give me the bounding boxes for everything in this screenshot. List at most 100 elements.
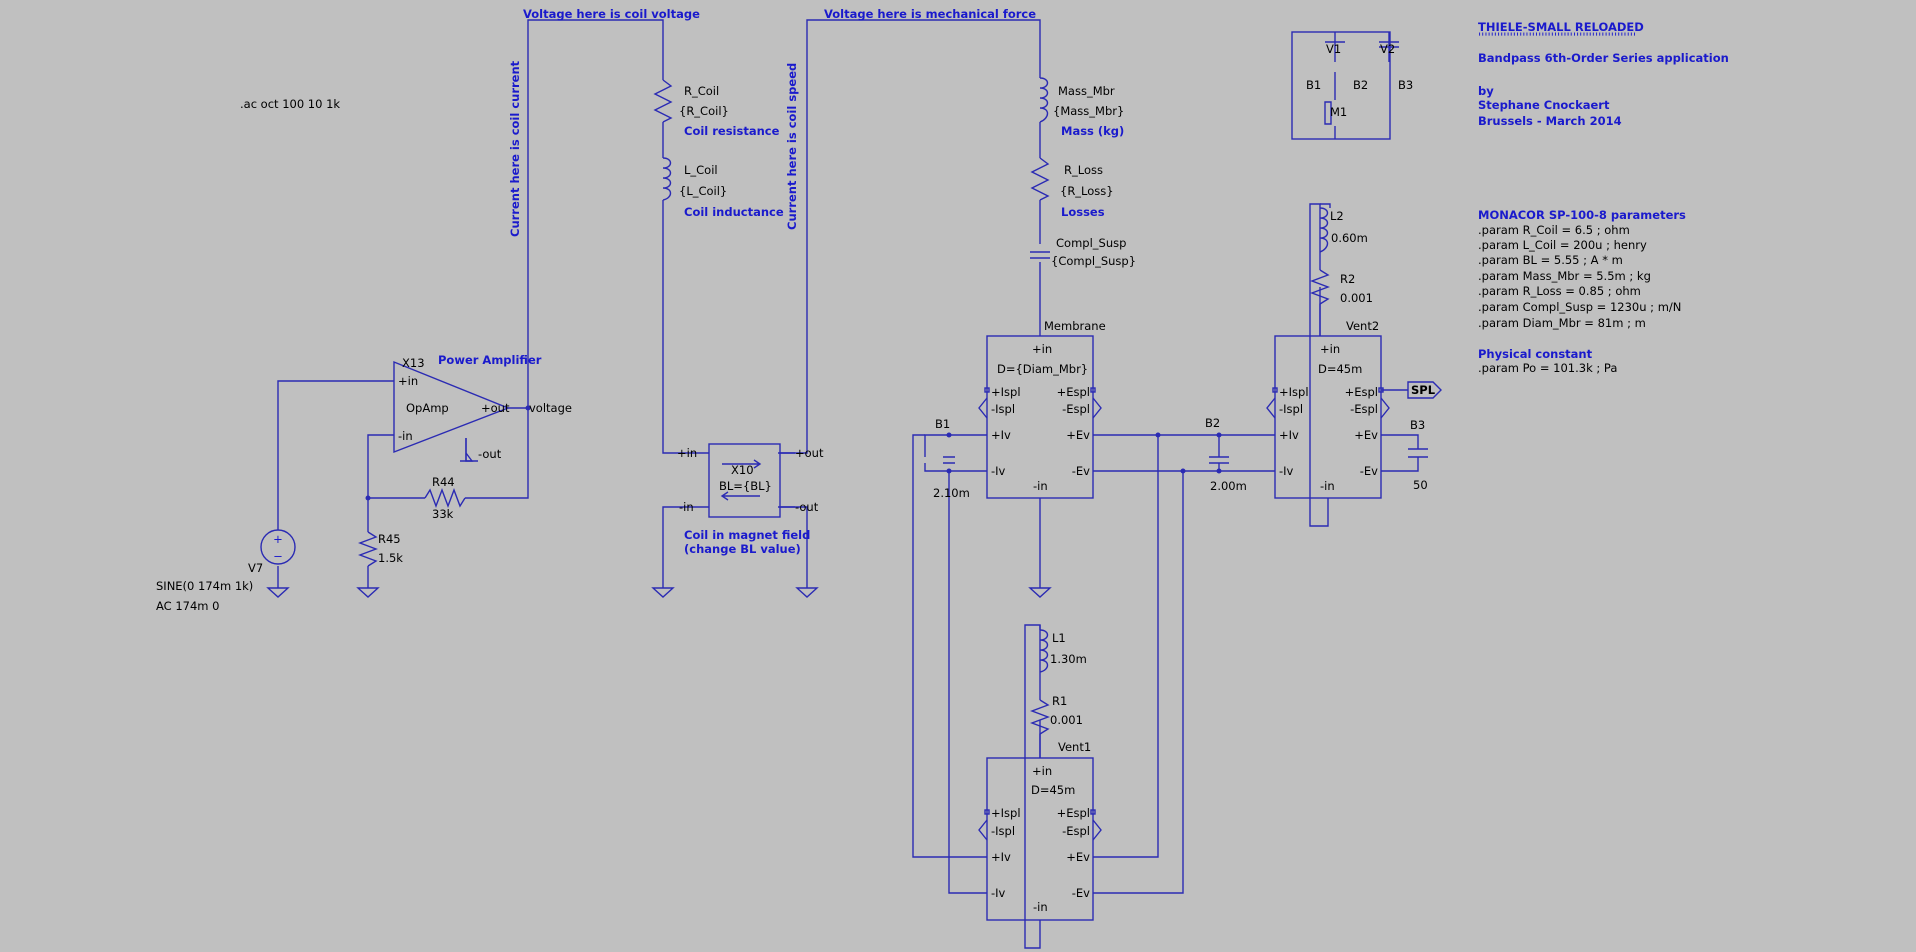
vent1-param[interactable]: D=45m xyxy=(1031,783,1075,797)
b2-value[interactable]: 2.00m xyxy=(1210,479,1247,493)
r45-resistor[interactable] xyxy=(358,531,378,567)
l1-value[interactable]: 1.30m xyxy=(1050,652,1087,666)
l2-inductor[interactable] xyxy=(1319,207,1329,253)
wire-b1-minus[interactable] xyxy=(924,463,949,472)
param-line[interactable]: .param Diam_Mbr = 81m ; m xyxy=(1478,316,1646,330)
r2-value[interactable]: 0.001 xyxy=(1340,291,1373,305)
r-coil-resistor[interactable] xyxy=(653,79,673,123)
r44-name[interactable]: R44 xyxy=(432,475,455,489)
vent2-param[interactable]: D=45m xyxy=(1318,362,1362,376)
membrane-name[interactable]: Membrane xyxy=(1044,319,1106,333)
param-line[interactable]: .param Mass_Mbr = 5.5m ; kg xyxy=(1478,269,1651,283)
v7-source[interactable] xyxy=(260,529,296,565)
b2-name[interactable]: B2 xyxy=(1205,416,1220,430)
spl-flag[interactable] xyxy=(1407,381,1442,399)
opamp-plus-out: +out xyxy=(481,401,510,415)
b1-name[interactable]: B1 xyxy=(935,417,950,431)
mass-mbr-inductor[interactable] xyxy=(1039,77,1049,123)
note-coil-resistance: Coil resistance xyxy=(684,124,780,138)
wire-vent1-minus-ev[interactable] xyxy=(1093,471,1184,894)
v7-value-1[interactable]: SINE(0 174m 1k) xyxy=(156,579,253,593)
r2-name[interactable]: R2 xyxy=(1340,272,1355,286)
physical-constant-line[interactable]: .param Po = 101.3k ; Pa xyxy=(1478,361,1617,375)
r44-value[interactable]: 33k xyxy=(432,507,454,521)
note-losses: Losses xyxy=(1061,205,1105,219)
b3-name[interactable]: B3 xyxy=(1410,418,1425,432)
vent1-pin-plus-ispl: +Ispl xyxy=(991,806,1021,820)
wire-x10-minus-in[interactable] xyxy=(662,506,693,588)
wire-membrane-plus-iv[interactable] xyxy=(924,434,987,457)
b2-capacitor[interactable] xyxy=(1209,456,1229,464)
vent2-name[interactable]: Vent2 xyxy=(1346,319,1379,333)
ac-directive[interactable]: .ac oct 100 10 1k xyxy=(240,97,340,111)
vent2-pin-minus-espl: -Espl xyxy=(1350,402,1378,416)
wire-v7-input[interactable] xyxy=(277,380,394,530)
r-coil-value[interactable]: {R_Coil} xyxy=(679,104,729,118)
legend-b3: B3 xyxy=(1398,78,1413,92)
param-line[interactable]: .param L_Coil = 200u ; henry xyxy=(1478,238,1647,252)
l2-value[interactable]: 0.60m xyxy=(1331,231,1368,245)
net-label-spl[interactable]: SPL xyxy=(1411,383,1436,397)
wire-mech-force[interactable] xyxy=(778,19,1041,454)
compl-susp-capacitor[interactable] xyxy=(1030,251,1050,259)
wire-coil-chain[interactable] xyxy=(662,122,693,454)
wire-opamp-minus[interactable] xyxy=(367,434,425,499)
compl-susp-value[interactable]: {Compl_Susp} xyxy=(1051,254,1136,268)
l1-inductor[interactable] xyxy=(1039,629,1049,673)
opamp-triangle[interactable] xyxy=(393,360,510,454)
wire-l2-top[interactable] xyxy=(1320,203,1331,208)
membrane-param[interactable]: D={Diam_Mbr} xyxy=(997,362,1088,376)
wire-membrane-minus-iv[interactable] xyxy=(948,470,987,894)
x10-value[interactable]: BL={BL} xyxy=(719,479,772,493)
param-line[interactable]: .param Compl_Susp = 1230u ; m/N xyxy=(1478,300,1681,314)
b3-capacitor[interactable] xyxy=(1408,448,1428,458)
v7-value-2[interactable]: AC 174m 0 xyxy=(156,599,219,613)
vent1-name[interactable]: Vent1 xyxy=(1058,740,1091,754)
x13-model[interactable]: OpAmp xyxy=(406,401,449,415)
r-loss-value[interactable]: {R_Loss} xyxy=(1060,184,1114,198)
vent1-pin-minus-ispl: -Ispl xyxy=(991,824,1015,838)
r44-resistor[interactable] xyxy=(424,488,466,508)
r1-resistor[interactable] xyxy=(1030,699,1050,758)
r1-name[interactable]: R1 xyxy=(1052,694,1067,708)
param-line[interactable]: .param BL = 5.55 ; A * m xyxy=(1478,253,1623,267)
l-coil-name[interactable]: L_Coil xyxy=(684,163,718,177)
l2-name[interactable]: L2 xyxy=(1330,209,1344,223)
x10-name[interactable]: X10 xyxy=(731,463,754,477)
b1-value[interactable]: 2.10m xyxy=(933,486,970,500)
b3-value[interactable]: 50 xyxy=(1413,478,1428,492)
membrane-pin-minus-ev: -Ev xyxy=(1072,464,1090,478)
b1-capacitor[interactable] xyxy=(943,456,955,464)
net-label-voltage[interactable]: voltage xyxy=(529,401,572,415)
vent1-pin-minus-in: -in xyxy=(1033,900,1048,914)
wire-vent2-plus-ev[interactable] xyxy=(1381,434,1419,449)
r-loss-name[interactable]: R_Loss xyxy=(1064,163,1103,177)
wire-minus-out[interactable] xyxy=(465,438,478,462)
r2-resistor[interactable] xyxy=(1310,269,1330,336)
r1-value[interactable]: 0.001 xyxy=(1050,713,1083,727)
r45-value[interactable]: 1.5k xyxy=(378,551,403,565)
l-coil-value[interactable]: {L_Coil} xyxy=(679,184,727,198)
wire-feedback[interactable] xyxy=(465,407,529,499)
wire-vent1-plus-ev[interactable] xyxy=(1093,435,1159,858)
mass-mbr-value[interactable]: {Mass_Mbr} xyxy=(1053,104,1124,118)
l-coil-inductor[interactable] xyxy=(662,157,672,201)
compl-susp-name[interactable]: Compl_Susp xyxy=(1056,236,1126,250)
wire-vent1-plus-iv[interactable] xyxy=(912,434,987,858)
param-line[interactable]: .param R_Coil = 6.5 ; ohm xyxy=(1478,223,1630,237)
mass-mbr-name[interactable]: Mass_Mbr xyxy=(1058,84,1115,98)
title-dots: ''''''''''''''''''''''''''''''''''''''''… xyxy=(1478,30,1636,44)
note-mech-force: Voltage here is mechanical force xyxy=(824,7,1036,21)
wire-coil-voltage[interactable] xyxy=(527,19,664,408)
x10-pin-stubs xyxy=(693,452,795,508)
r-coil-name[interactable]: R_Coil xyxy=(684,84,719,98)
wire-vent2-minus-ev[interactable] xyxy=(1381,457,1419,472)
l1-name[interactable]: L1 xyxy=(1052,631,1066,645)
x10-block[interactable] xyxy=(708,443,781,518)
x13-name[interactable]: X13 xyxy=(402,356,425,370)
v7-name[interactable]: V7 xyxy=(248,561,263,575)
legend-symbol-wires xyxy=(1324,32,1399,139)
param-line[interactable]: .param R_Loss = 0.85 ; ohm xyxy=(1478,284,1641,298)
r45-name[interactable]: R45 xyxy=(378,532,401,546)
r-loss-resistor[interactable] xyxy=(1030,157,1050,201)
